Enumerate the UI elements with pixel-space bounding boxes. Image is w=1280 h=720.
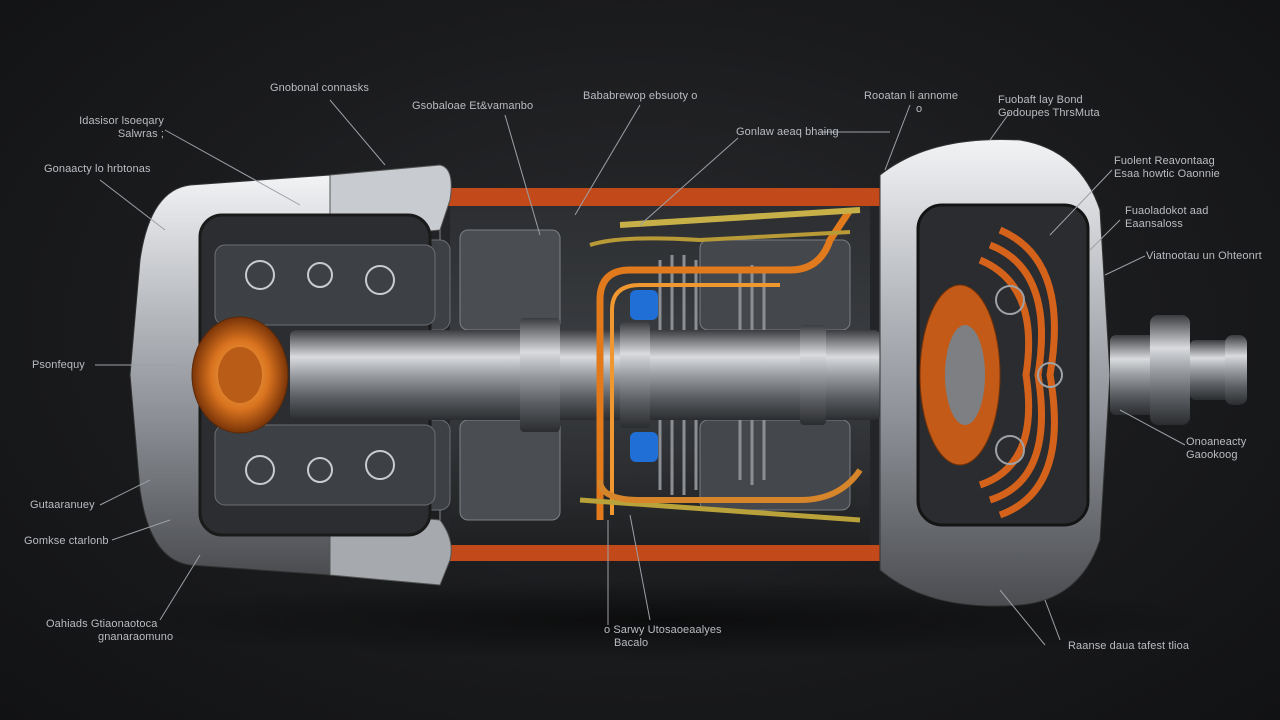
callout-label-3: Bababrewop ebsuoty o — [583, 90, 698, 102]
right-housing — [879, 138, 1247, 607]
callout-label-15: Gomkse ctarlonb — [24, 535, 109, 547]
callout-label-1: Gnobonal connasks — [270, 82, 369, 94]
callout-label-14: Gutaaranuey — [30, 499, 95, 511]
callout-label-2: Gsobaloae Et&vamanbo — [412, 100, 534, 112]
leader-lines — [95, 99, 1186, 646]
callout-label-11: Viatnootau un Ohteonrt — [1146, 250, 1262, 262]
callout-label-12: Psonfequy — [32, 359, 85, 371]
left-housing — [129, 164, 452, 586]
callout-label-18: Raanse daua tafest tlioa — [1068, 640, 1190, 652]
callout-label-7: Gonaacty lo hrbtonas — [44, 163, 151, 175]
callout-label-8: Gonlaw aeaq bhaing — [736, 126, 839, 138]
